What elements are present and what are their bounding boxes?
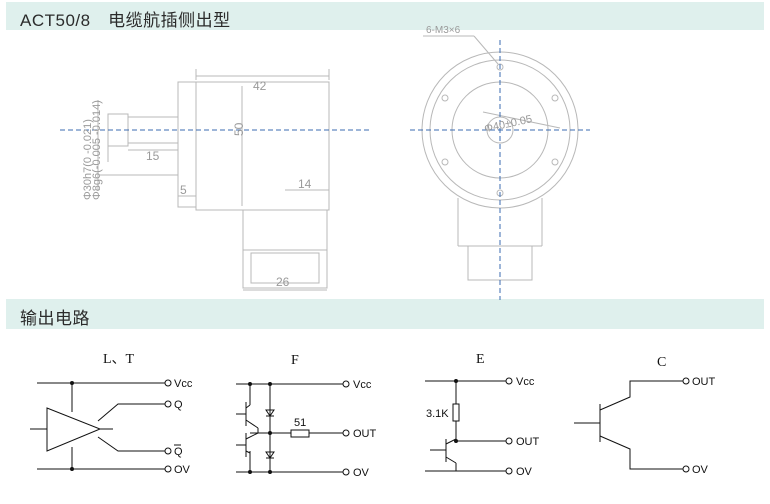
diode-lower (265, 451, 275, 459)
label-qbar: Q (174, 446, 183, 458)
terminal-out (682, 377, 690, 385)
resistor-3k1 (452, 403, 460, 422)
dim-5: 5 (180, 183, 187, 197)
dim-14: 14 (298, 177, 312, 191)
circuit-lt (30, 382, 165, 470)
terminal-ov (164, 465, 172, 473)
label-resistor: 3.1K (426, 408, 449, 420)
section-title-model: ACT50/8 电缆航插侧出型 (20, 11, 231, 30)
circuit-f (236, 383, 343, 473)
side-view (97, 69, 330, 291)
label-vcc: Vcc (174, 378, 193, 390)
label-q: Q (174, 399, 183, 411)
terminal-ov (505, 467, 513, 475)
circuit-lt-title: L、T (103, 352, 135, 367)
label-resistor: 51 (294, 417, 306, 429)
section-title-output-circuit: 输出电路 (20, 309, 90, 328)
mount-hole (441, 94, 449, 102)
connector-plug (242, 249, 328, 289)
dim-diameter-30: Φ30h7(0 -0.021) (82, 119, 94, 200)
terminal-ov (342, 468, 350, 476)
label-out: OUT (353, 428, 377, 440)
circuit-e-title: E (476, 352, 485, 367)
label-vcc: Vcc (353, 379, 372, 391)
section-header-model: ACT50/8 电缆航插侧出型 (6, 2, 764, 30)
circuit-e (425, 380, 506, 472)
mount-hole (551, 94, 559, 102)
label-out: OUT (692, 376, 716, 388)
dim-mount-holes: 6-M3×6 (426, 25, 461, 36)
label-ov: OV (174, 464, 191, 476)
connector-housing (242, 209, 328, 251)
terminal-vcc (505, 377, 513, 385)
terminal-q (164, 400, 172, 408)
dim-26: 26 (276, 275, 290, 289)
label-out: OUT (516, 436, 540, 448)
line-driver-triangle (46, 407, 102, 452)
resistor-51 (290, 429, 310, 438)
dim-42: 42 (253, 79, 267, 93)
diode-upper (265, 409, 275, 417)
terminal-ov (682, 465, 690, 473)
circuit-c (574, 380, 683, 470)
circuit-f-title: F (291, 353, 299, 368)
section-header-output-circuit: 输出电路 (6, 299, 764, 329)
connector-inner (250, 252, 320, 284)
terminal-qbar (164, 447, 172, 455)
dim-pitch-circle: Φ40±0.05 (483, 113, 533, 135)
label-ov: OV (516, 466, 533, 478)
encoder-flange (177, 81, 197, 208)
mount-hole (441, 158, 449, 166)
terminal-out (505, 437, 513, 445)
dim-diameter-8: Φ8g6(-0.005 -0.014) (91, 100, 103, 200)
circuit-c-title: C (657, 355, 666, 370)
dim-15: 15 (146, 149, 160, 163)
mount-hole (551, 158, 559, 166)
label-ov: OV (692, 464, 709, 476)
terminal-out (342, 429, 350, 437)
label-vcc: Vcc (516, 376, 535, 388)
terminal-vcc (164, 379, 172, 387)
terminal-vcc (342, 380, 350, 388)
label-ov: OV (353, 467, 370, 479)
dim-50: 50 (232, 122, 246, 136)
